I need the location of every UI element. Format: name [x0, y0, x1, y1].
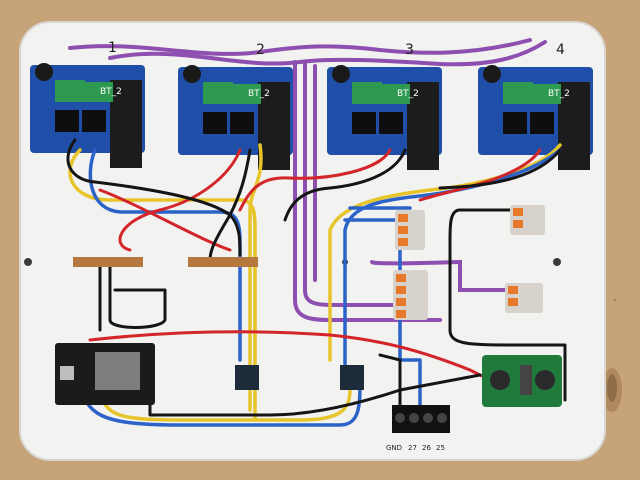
connector-label: 25	[436, 444, 445, 452]
connector-label: 26	[422, 444, 431, 452]
level-shifter-right	[340, 365, 364, 390]
connector-label: 27	[408, 444, 417, 452]
level-shifter-left	[235, 365, 259, 390]
driver-label: BT_2	[548, 89, 570, 99]
driver-board: BT_2 1	[30, 40, 145, 168]
driver-board: BT_2 2	[178, 42, 293, 170]
driver-label: BT_2	[397, 89, 419, 99]
screw-terminal-block	[392, 405, 450, 433]
driver-board: BT_2 4	[478, 42, 593, 170]
driver-board-row: BT_2 1BT_2 2BT_2 3BT_2 4	[30, 40, 593, 170]
driver-number: 2	[256, 42, 265, 58]
wago-connector-group	[393, 205, 545, 320]
driver-number: 1	[108, 40, 117, 56]
connector-label-row: GND 27 26 25	[386, 444, 445, 452]
connector-label: GND	[386, 444, 402, 452]
buck-converter	[482, 355, 562, 407]
driver-number: 4	[556, 42, 565, 58]
esp32-board	[55, 343, 155, 405]
driver-number: 3	[405, 42, 414, 58]
mounting-board	[19, 21, 606, 461]
driver-board: BT_2 3	[327, 42, 442, 170]
driver-label: BT_2	[100, 87, 122, 97]
terminal-strips	[73, 257, 258, 267]
driver-label: BT_2	[248, 89, 270, 99]
